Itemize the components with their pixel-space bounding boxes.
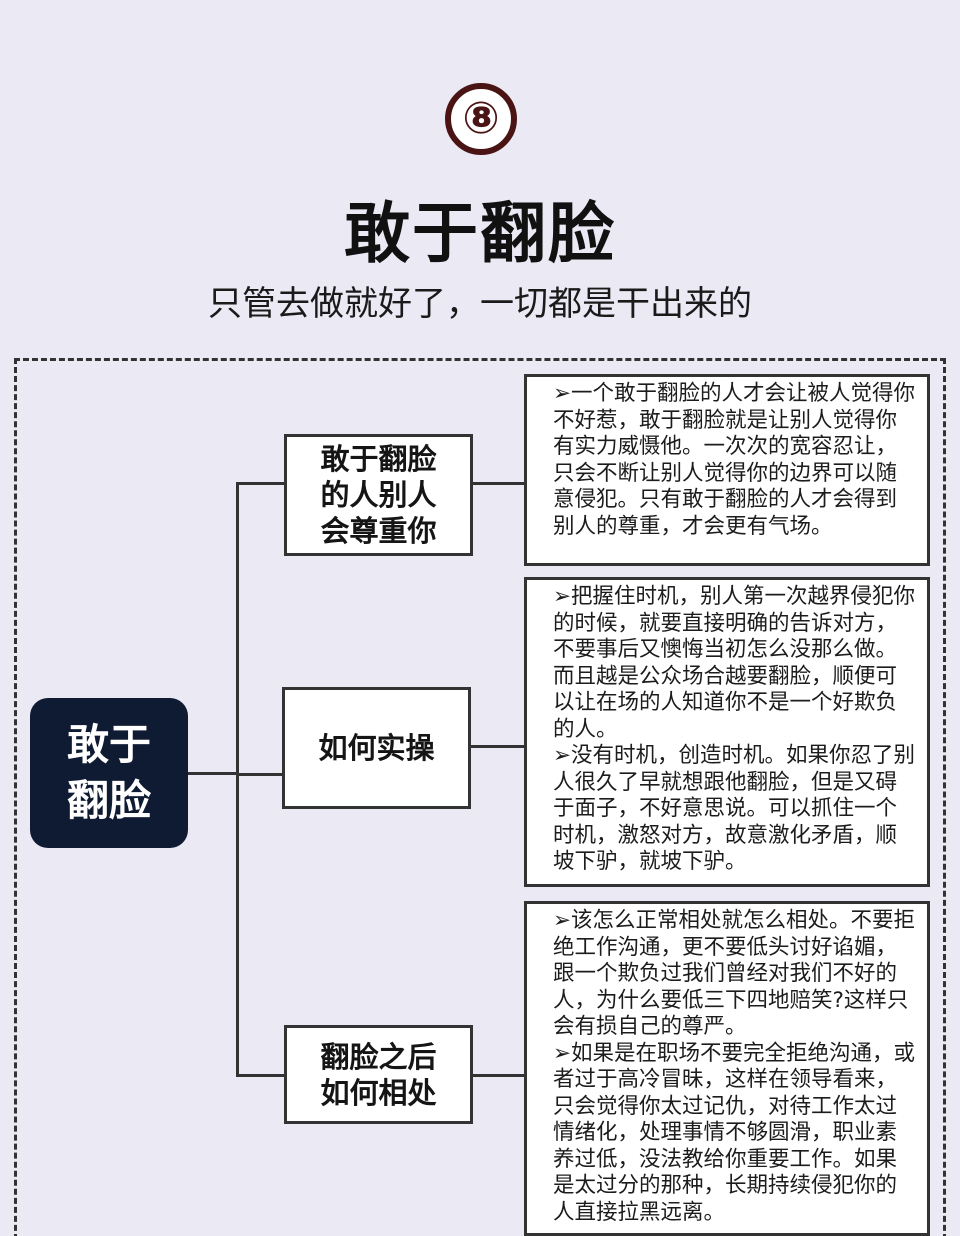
connector-trunk-to-branch-3	[236, 1074, 286, 1077]
branch-node-1-line-3: 会尊重你	[320, 514, 437, 548]
connector-branch-3-to-desc	[472, 1074, 527, 1077]
branch-node-3-line-2: 如何相处	[320, 1075, 437, 1110]
description-box-3: ➢该怎么正常相处就怎么相处。不要拒绝工作沟通，更不要低头讨好谄媚，跟一个欺负过我…	[524, 901, 930, 1236]
mindmap-frame	[14, 358, 946, 1236]
connector-trunk-to-branch-2	[236, 773, 286, 776]
branch-node-2: 如何实操	[282, 687, 471, 809]
connector-branch-2-to-desc	[470, 745, 527, 748]
description-2-paragraph-1: ➢把握住时机，别人第一次越界侵犯你的时候，就要直接明确的告诉对方，不要事后又懊悔…	[553, 584, 916, 742]
root-node: 敢于 翻脸	[30, 698, 188, 848]
branch-node-3: 翻脸之后 如何相处	[284, 1025, 473, 1124]
connector-root-to-trunk	[188, 772, 238, 775]
root-node-line-1: 敢于	[66, 720, 151, 769]
description-3-paragraph-2: ➢如果是在职场不要完全拒绝沟通，或者过于高冷冒昧，这样在领导看来，只会觉得你太过…	[553, 1040, 916, 1225]
description-box-1: ➢一个敢于翻脸的人才会让被人觉得你不好惹，敢于翻脸就是让别人觉得你有实力威慑他。…	[524, 374, 930, 566]
description-2-paragraph-2: ➢没有时机，创造时机。如果你忍了别人很久了早就想跟他翻脸，但是又碍于面子，不好意…	[553, 743, 916, 874]
branch-node-1: 敢于翻脸 的人别人 会尊重你	[284, 434, 473, 556]
description-1-paragraph-1: ➢一个敢于翻脸的人才会让被人觉得你不好惹，敢于翻脸就是让别人觉得你有实力威慑他。…	[553, 381, 916, 539]
branch-node-1-line-1: 敢于翻脸	[320, 442, 437, 476]
connector-trunk-vertical	[236, 482, 239, 1076]
page-title: 敢于翻脸	[344, 195, 616, 272]
description-3-paragraph-1: ➢该怎么正常相处就怎么相处。不要拒绝工作沟通，更不要低头讨好谄媚，跟一个欺负过我…	[553, 908, 916, 1039]
connector-trunk-to-branch-1	[236, 482, 286, 485]
step-number-badge: ⑧	[445, 83, 517, 155]
description-box-2: ➢把握住时机，别人第一次越界侵犯你的时候，就要直接明确的告诉对方，不要事后又懊悔…	[524, 577, 930, 887]
page-subtitle: 只管去做就好了，一切都是干出来的	[208, 284, 752, 324]
connector-branch-1-to-desc	[472, 482, 527, 485]
branch-node-1-line-2: 的人别人	[320, 478, 437, 512]
root-node-line-2: 翻脸	[66, 776, 151, 825]
branch-node-3-line-1: 翻脸之后	[320, 1039, 437, 1074]
branch-node-2-line-1: 如何实操	[318, 731, 435, 765]
